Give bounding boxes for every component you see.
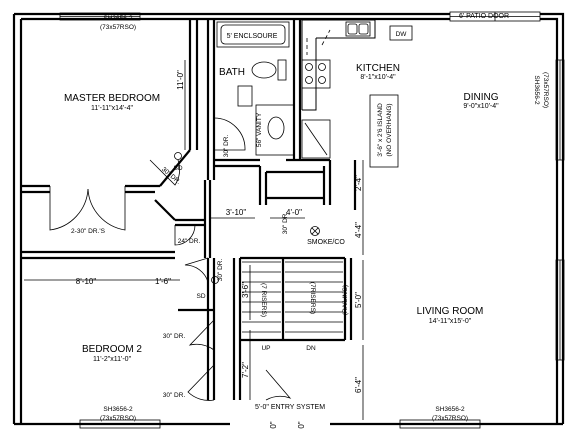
dim-3-10: 3'-10" xyxy=(226,208,247,217)
window-marks xyxy=(59,11,565,429)
window-label-living: SH3656-2 xyxy=(435,406,465,413)
dim-4-0: 4'-0" xyxy=(286,208,302,217)
dim-0-a: 0" xyxy=(269,421,278,428)
fixtures xyxy=(174,21,413,284)
door-swings xyxy=(49,117,292,401)
room-labels: MASTER BEDROOM 11'-11"x14'-4" BEDROOM 2 … xyxy=(64,63,499,363)
room-dining-size: 9'-0"x10'-4" xyxy=(463,103,499,110)
room-kitchen-name: KITCHEN xyxy=(356,63,400,74)
risers-left-label: (7 RISERS) xyxy=(260,283,267,317)
exterior-walls xyxy=(12,12,565,426)
window-size-master: (73x57RSO) xyxy=(100,24,136,31)
window-labels: SH3656-2 (73x57RSO) SH3656-2 (73x57RSO) … xyxy=(100,15,549,422)
stair-down-label: DN xyxy=(306,345,316,352)
stair-up-label: UP xyxy=(261,345,270,352)
window-size-living: (73x57RSO) xyxy=(432,415,468,422)
dimension-lines xyxy=(24,60,364,420)
island-label: 3'-6" x 2'6 ISLAND xyxy=(377,103,384,157)
dim-7-2: 7'-2" xyxy=(241,362,250,378)
dim-6-4: 6'-4" xyxy=(354,377,363,393)
dim-3-6: 3'-6" xyxy=(241,282,250,298)
bedroom2-door-a-label: 30" DR. xyxy=(163,333,186,340)
room-kitchen-size: 8'-1"x10'-4" xyxy=(360,74,396,81)
window-size-dining: (73x57RSO) xyxy=(542,72,549,108)
room-dining-name: DINING xyxy=(464,92,499,103)
dim-11-0: 11'-0" xyxy=(176,70,185,90)
room-bath-name: BATH xyxy=(219,67,245,78)
room-bedroom2-size: 11'-2"x11'-0" xyxy=(93,356,132,363)
smoke-detector-master-label: SD xyxy=(173,165,182,172)
smoke-detector-bedroom-label: SD xyxy=(196,293,205,300)
room-living-size: 14'-11"x15'-0" xyxy=(429,318,472,325)
room-master-bedroom-name: MASTER BEDROOM xyxy=(64,93,160,104)
dim-2-4: 2'-4" xyxy=(354,175,363,191)
dimension-labels: 11'-0" 3'-10" 4'-0" 2'-4" 4'-4" 5'-0" 6'… xyxy=(76,70,363,429)
risers-right-label: (7RISERS) xyxy=(309,282,316,314)
railing-label: (RAILING) xyxy=(342,285,349,315)
room-living-name: LIVING ROOM xyxy=(417,306,484,317)
enclosure-label: 5' ENCLSOURE xyxy=(227,33,278,40)
dim-5-0: 5'-0" xyxy=(354,292,363,308)
closet24-door-label: 24" DR. xyxy=(178,238,201,245)
entry-system-label: 5'-0" ENTRY SYSTEM xyxy=(255,404,325,411)
window-label-bedroom2: SH3656-2 xyxy=(103,406,133,413)
dim-8-10: 8'-10" xyxy=(76,277,97,286)
stair-treads xyxy=(242,261,343,333)
dim-4-4: 4'-4" xyxy=(354,222,363,238)
dishwasher-label: DW xyxy=(396,31,408,38)
dim-0-b: 0" xyxy=(297,421,306,428)
room-bedroom2-name: BEDROOM 2 xyxy=(82,344,142,355)
hall-closet-door-label: 30" DR. xyxy=(282,212,289,235)
dim-1-6: 1'-6" xyxy=(155,277,171,286)
fixture-labels: 5' ENCLSOURE 56" VANITY DW 3'-6" x 2'6 I… xyxy=(173,13,509,411)
bath-door-label: 30" DR. xyxy=(223,135,230,158)
bedroom2-door-b-label: 30" DR. xyxy=(163,392,186,399)
island-note: (NO OVERHANG) xyxy=(386,103,393,156)
room-master-bedroom-size: 11'-11"x14'-4" xyxy=(91,105,134,112)
window-label-dining: SH3656-2 xyxy=(533,75,540,105)
bedroom2-side-door-label: 30" DR. xyxy=(217,259,224,282)
window-label-master: SH3656-2 xyxy=(103,15,133,22)
closet-door-label: 2-30" DR.'S xyxy=(71,228,106,235)
interior-walls xyxy=(21,19,376,400)
patio-door-label: 6' PATIO DOOR xyxy=(459,13,509,20)
vanity-label: 56" VANITY xyxy=(256,112,263,147)
window-size-bedroom2: (73x57RSO) xyxy=(100,415,136,422)
smoke-detector-label: SMOKE/CO xyxy=(307,239,345,246)
